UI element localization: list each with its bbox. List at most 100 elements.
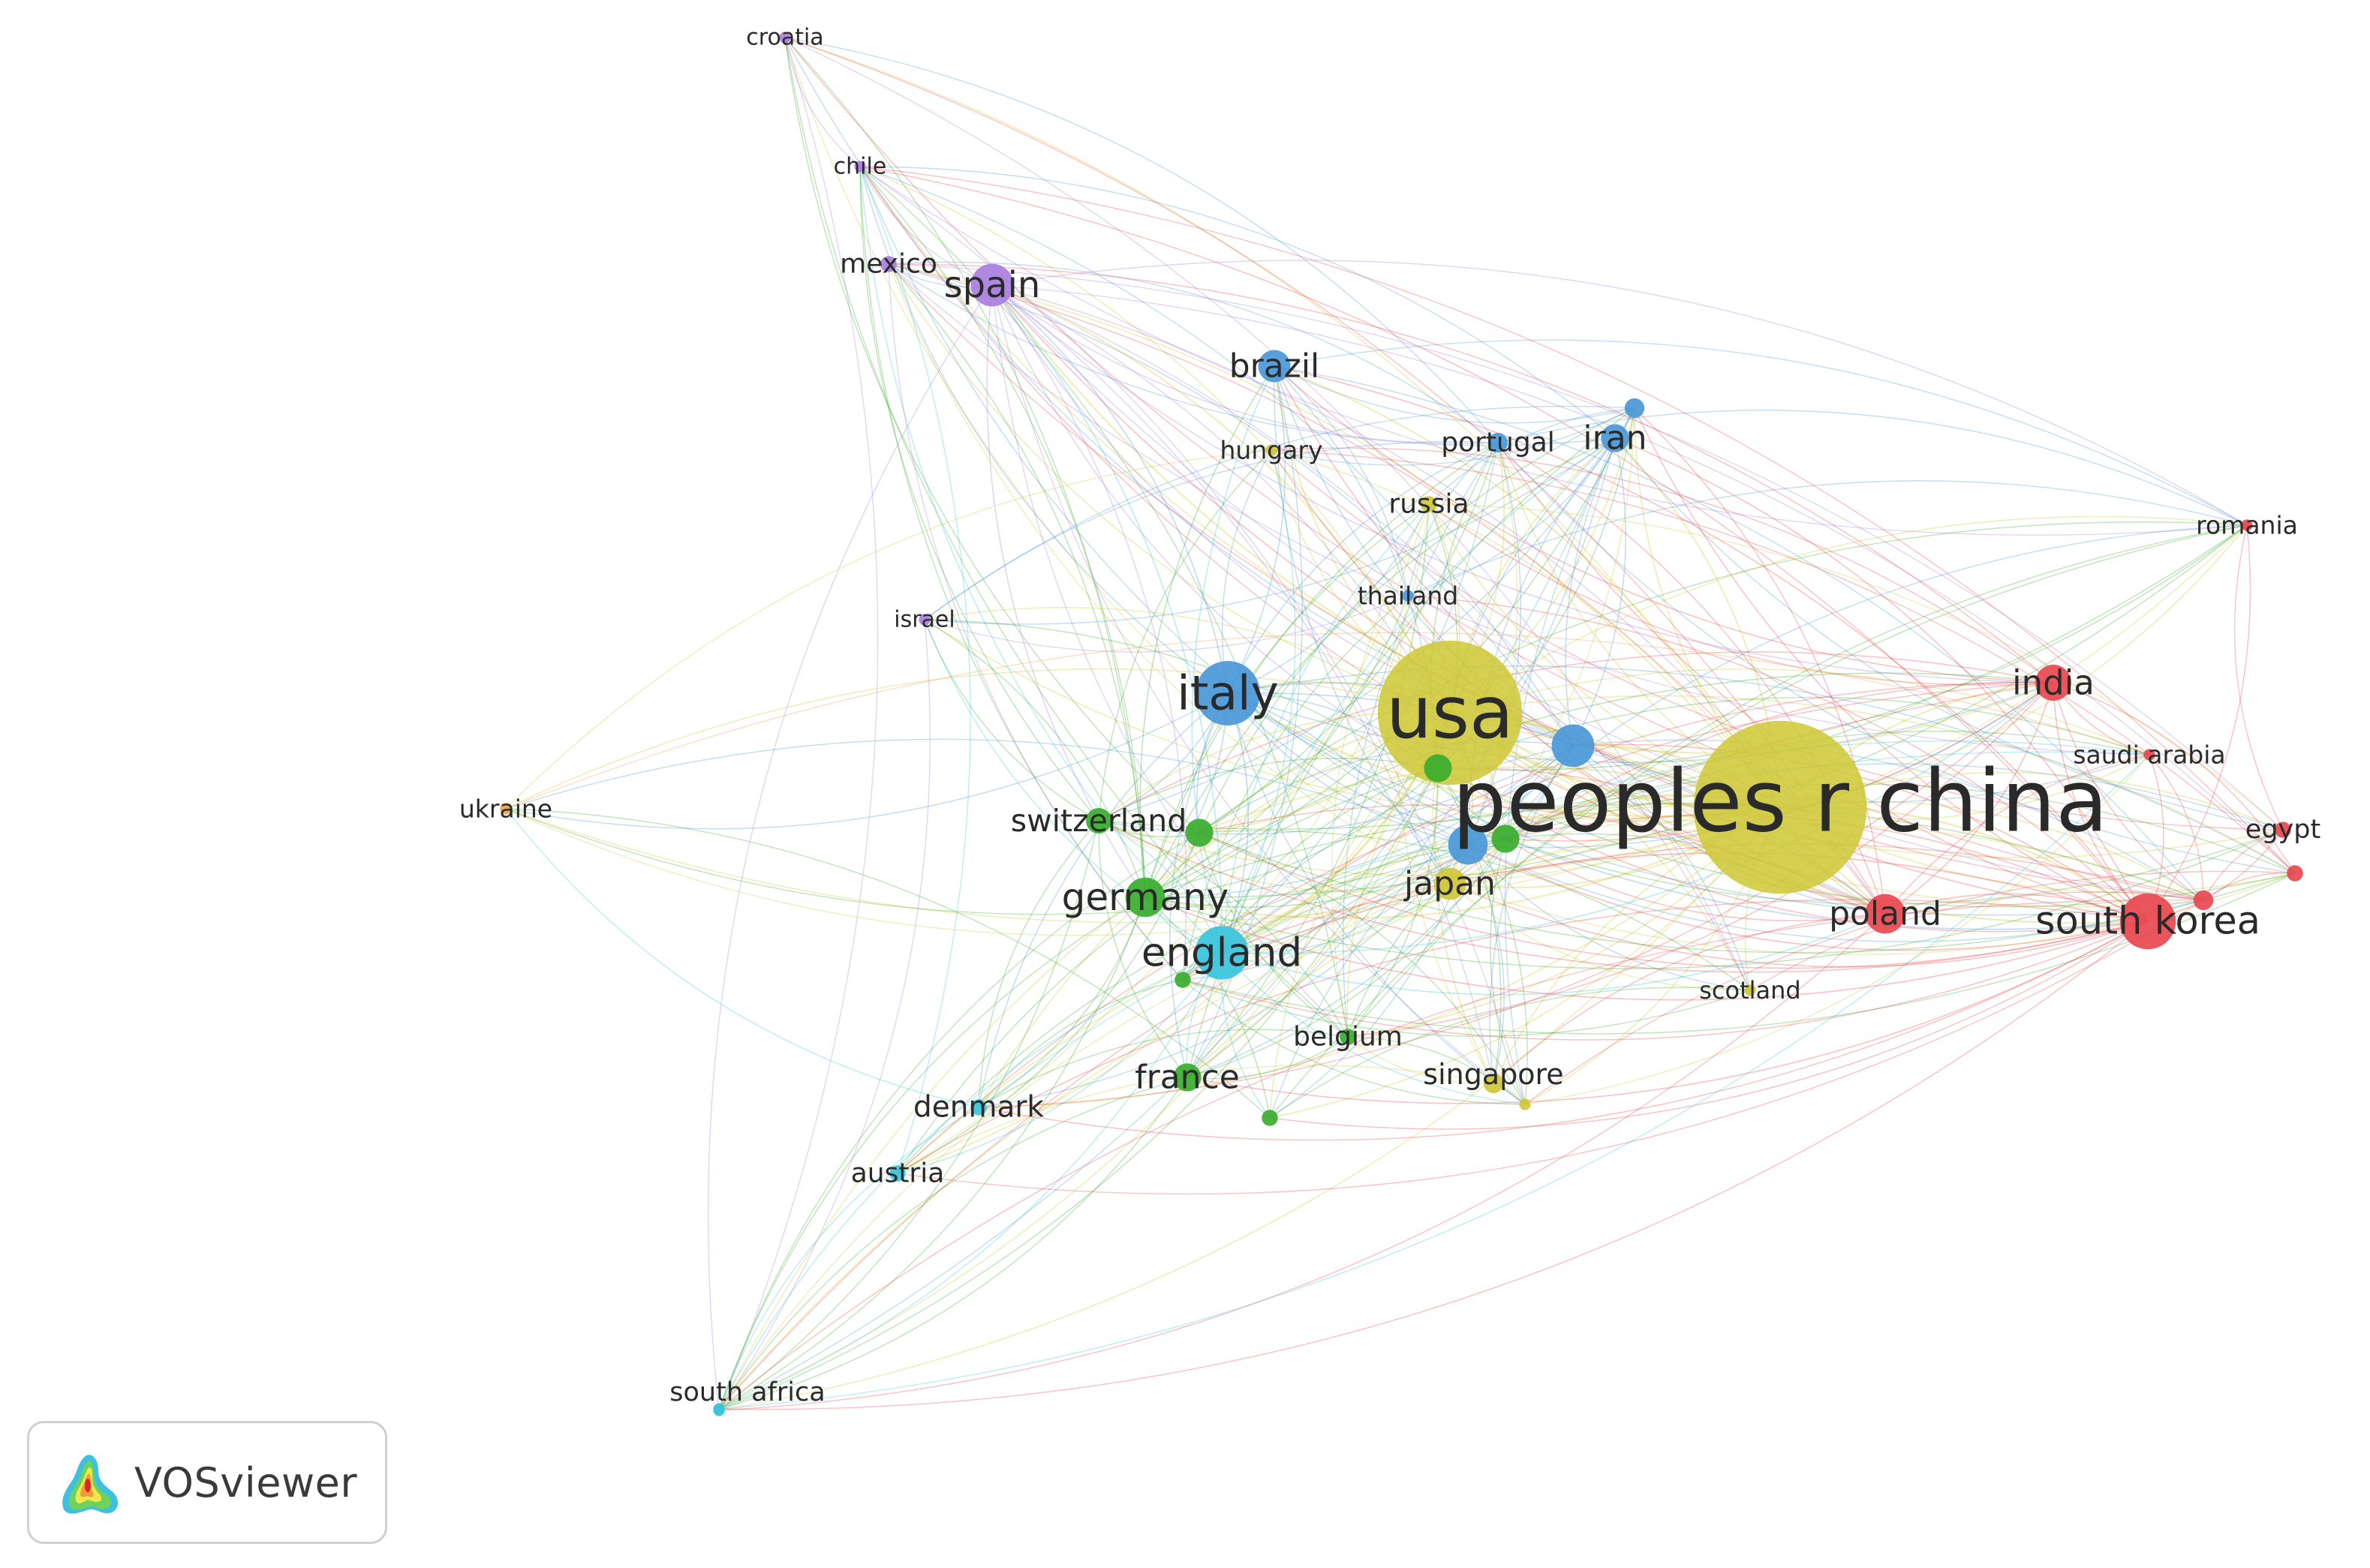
label-austria[interactable]: austria xyxy=(851,1158,945,1189)
label-germany[interactable]: germany xyxy=(1062,876,1229,919)
link-romania-south-korea xyxy=(2147,524,2251,922)
label-iran[interactable]: iran xyxy=(1583,419,1647,458)
label-russia[interactable]: russia xyxy=(1388,489,1469,520)
node-brazil[interactable] xyxy=(1258,350,1291,383)
node-blue-near-japan[interactable] xyxy=(1448,825,1488,865)
label-portugal[interactable]: portugal xyxy=(1441,428,1555,458)
link-italy-ukraine xyxy=(505,692,1229,830)
node-hungary[interactable] xyxy=(1265,444,1277,456)
label-belgium[interactable]: belgium xyxy=(1293,1022,1403,1053)
node-denmark[interactable] xyxy=(970,1099,987,1116)
node-saudi-arabia[interactable] xyxy=(2143,749,2155,761)
node-scotland[interactable] xyxy=(1744,984,1756,996)
label-denmark[interactable]: denmark xyxy=(913,1091,1044,1125)
link-chile-germany xyxy=(859,166,1146,898)
label-croatia[interactable]: croatia xyxy=(746,25,823,51)
node-green-eng[interactable] xyxy=(1174,972,1191,988)
label-hungary[interactable]: hungary xyxy=(1220,436,1322,465)
node-portugal[interactable] xyxy=(1487,432,1508,453)
link-blue-near-japan-ukraine xyxy=(505,738,1469,846)
link-croatia-chile xyxy=(784,37,861,167)
label-south-korea[interactable]: south korea xyxy=(2035,900,2260,944)
node-thailand[interactable] xyxy=(1402,590,1414,602)
link-chile-romania xyxy=(859,166,2248,536)
label-scotland[interactable]: scotland xyxy=(1699,976,1800,1005)
node-cyan-small[interactable] xyxy=(713,1403,725,1415)
label-poland[interactable]: poland xyxy=(1829,895,1941,933)
link-switzerland-france xyxy=(1098,820,1188,1078)
node-poland[interactable] xyxy=(1865,894,1905,934)
label-england[interactable]: england xyxy=(1141,930,1302,976)
node-croatia[interactable] xyxy=(779,32,791,44)
label-brazil[interactable]: brazil xyxy=(1229,347,1320,386)
node-romania[interactable] xyxy=(2241,519,2253,531)
node-yellow-small[interactable] xyxy=(1519,1098,1531,1110)
link-mexico-japan xyxy=(888,263,1451,885)
node-singapore[interactable] xyxy=(1483,1073,1504,1094)
node-india[interactable] xyxy=(2035,664,2072,701)
node-iran[interactable] xyxy=(1601,424,1629,452)
node-peoples-r-china[interactable] xyxy=(1693,720,1867,894)
link-mexico-usa xyxy=(888,263,1451,713)
node-red-egypt-sat[interactable] xyxy=(2287,865,2303,882)
label-ukraine[interactable]: ukraine xyxy=(459,795,552,824)
label-egypt[interactable]: egypt xyxy=(2245,815,2320,845)
node-egypt[interactable] xyxy=(2275,822,2291,838)
node-austria[interactable] xyxy=(889,1165,906,1182)
label-thailand[interactable]: thailand xyxy=(1358,581,1459,611)
label-switzerland[interactable]: switzerland xyxy=(1011,803,1187,839)
label-saudi-arabia[interactable]: saudi arabia xyxy=(2073,740,2225,770)
node-france[interactable] xyxy=(1173,1063,1202,1092)
node-ukraine[interactable] xyxy=(500,803,512,815)
label-chile[interactable]: chile xyxy=(834,154,887,180)
node-japan[interactable] xyxy=(1433,867,1466,900)
node-belgium[interactable] xyxy=(1340,1029,1356,1045)
node-south-korea[interactable] xyxy=(2119,893,2176,950)
label-mexico[interactable]: mexico xyxy=(840,249,937,280)
node-russia[interactable] xyxy=(1421,496,1437,512)
label-japan[interactable]: japan xyxy=(1403,865,1496,903)
link-chile-iran xyxy=(859,166,1616,439)
label-usa[interactable]: usa xyxy=(1386,671,1514,755)
label-france[interactable]: france xyxy=(1135,1059,1240,1097)
node-england[interactable] xyxy=(1195,926,1249,980)
node-switzerland[interactable] xyxy=(1086,808,1111,834)
label-spain[interactable]: spain xyxy=(944,264,1041,306)
node-iran-sat[interactable] xyxy=(1624,398,1645,419)
label-romania[interactable]: romania xyxy=(2196,511,2298,540)
label-peoples-r-china[interactable]: peoples r china xyxy=(1452,752,2108,852)
link-green-eng-south-korea xyxy=(1182,921,2149,1041)
label-india[interactable]: india xyxy=(2012,663,2095,703)
vosviewer-logo-badge: VOSviewer xyxy=(27,1421,387,1544)
node-chile[interactable] xyxy=(854,161,866,173)
node-spain[interactable] xyxy=(970,263,1014,307)
link-iran-germany xyxy=(1144,437,1616,898)
link-romania-egypt xyxy=(2233,524,2284,831)
label-south-africa[interactable]: south africa xyxy=(669,1377,825,1407)
node-germany[interactable] xyxy=(1125,877,1165,918)
node-italy[interactable] xyxy=(1196,661,1260,725)
link-egypt-red-sk-sat xyxy=(2203,829,2284,901)
node-usa[interactable] xyxy=(1377,640,1523,786)
node-green-japan[interactable] xyxy=(1491,825,1520,853)
link-spain-belgium xyxy=(991,284,1349,1038)
link-chile-austria xyxy=(859,166,971,1174)
label-singapore[interactable]: singapore xyxy=(1423,1058,1563,1091)
link-usa-cyan-small xyxy=(718,712,1451,1410)
node-israel[interactable] xyxy=(919,614,931,626)
label-israel[interactable]: israel xyxy=(894,607,955,633)
node-green-swiss[interactable] xyxy=(1185,819,1214,847)
label-italy[interactable]: italy xyxy=(1177,666,1279,721)
node-red-sk-sat[interactable] xyxy=(2193,890,2214,911)
node-green-usa[interactable] xyxy=(1424,754,1452,782)
link-thailand-romania xyxy=(1407,480,2248,596)
node-green-small[interactable] xyxy=(1262,1110,1278,1126)
node-mexico[interactable] xyxy=(880,256,897,272)
link-blue-near-china-germany xyxy=(1144,745,1574,898)
link-switzerland-denmark xyxy=(978,820,1099,1108)
link-spain-green-usa xyxy=(991,284,1439,769)
link-russia-england xyxy=(1221,503,1430,954)
link-blue-near-japan-denmark xyxy=(978,844,1469,1108)
node-blue-near-china[interactable] xyxy=(1551,724,1595,767)
